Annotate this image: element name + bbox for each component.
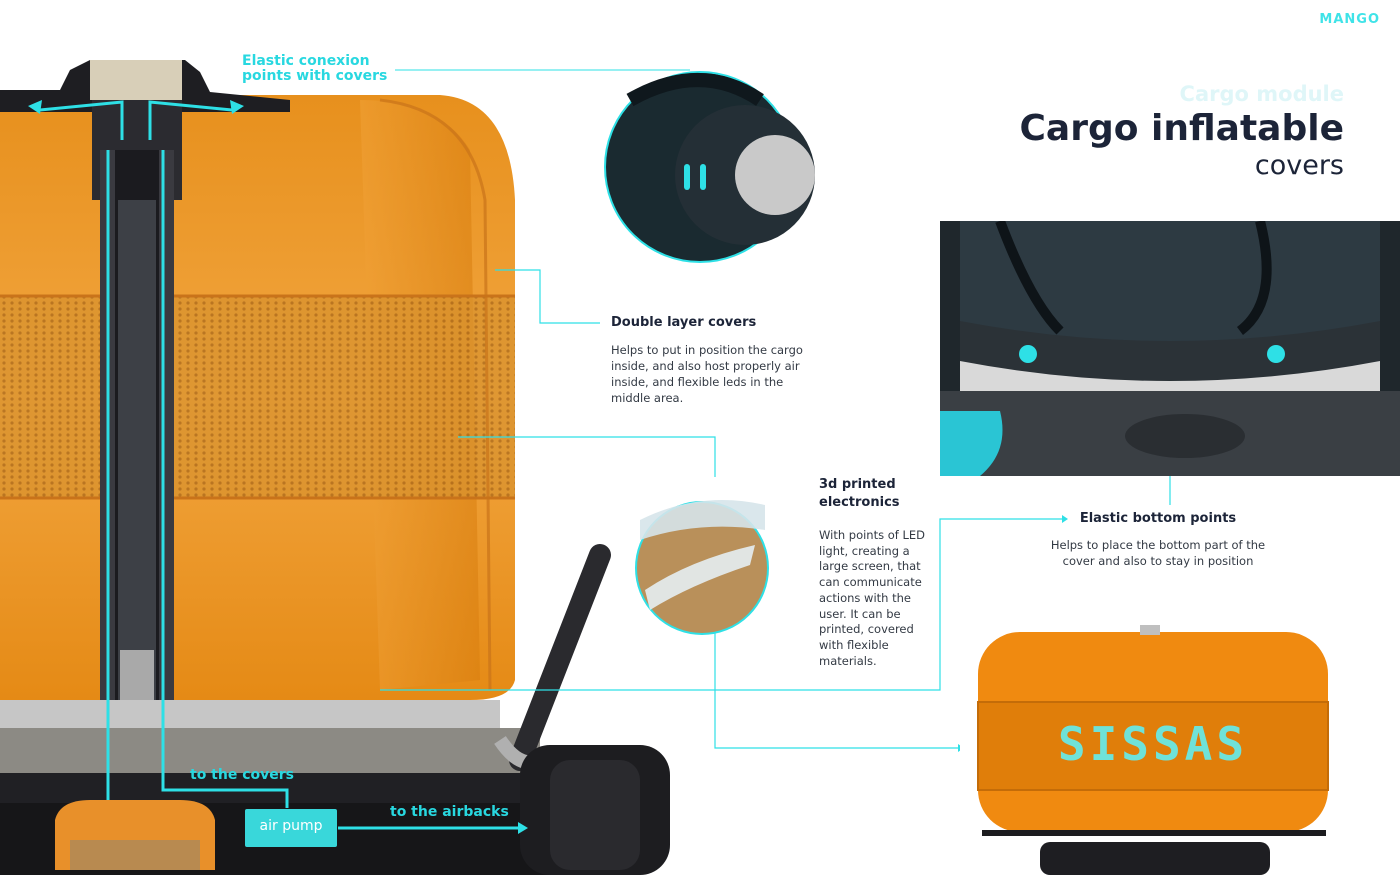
callout-elastic-conexion: Elastic conexion points with covers bbox=[242, 53, 388, 84]
page-title: Cargo inflatable bbox=[1019, 108, 1344, 149]
brand-logo: MANGO bbox=[1319, 12, 1380, 27]
led-display-text: SISSAS bbox=[1058, 717, 1248, 771]
flow-label-to-covers: to the covers bbox=[190, 767, 294, 783]
flow-label-to-airbacks: to the airbacks bbox=[390, 804, 509, 820]
callout-double-layer-desc: Helps to put in position the cargo insid… bbox=[611, 343, 803, 405]
cargo-cutaway-render bbox=[0, 60, 690, 875]
cargo-module-render: SISSAS bbox=[960, 620, 1400, 875]
callout-printed-electronics-desc: With points of LED light, creating a lar… bbox=[819, 528, 926, 668]
detail-circle-top bbox=[604, 71, 815, 263]
page-subtitle: covers bbox=[1254, 150, 1344, 181]
callout-printed-electronics-title: 3d printed electronics bbox=[819, 477, 900, 510]
callout-double-layer-title: Double layer covers bbox=[611, 315, 757, 330]
callout-elastic-bottom-desc: Helps to place the bottom part of the co… bbox=[1050, 538, 1266, 568]
detail-circle-electronics bbox=[635, 500, 769, 635]
air-pump-box bbox=[245, 809, 337, 847]
flow-label-air-pump: air pump bbox=[259, 818, 323, 834]
callout-elastic-bottom-title: Elastic bottom points bbox=[1079, 511, 1237, 526]
section-kicker: Cargo module bbox=[1179, 82, 1344, 106]
cover-detail-photo bbox=[940, 221, 1400, 476]
